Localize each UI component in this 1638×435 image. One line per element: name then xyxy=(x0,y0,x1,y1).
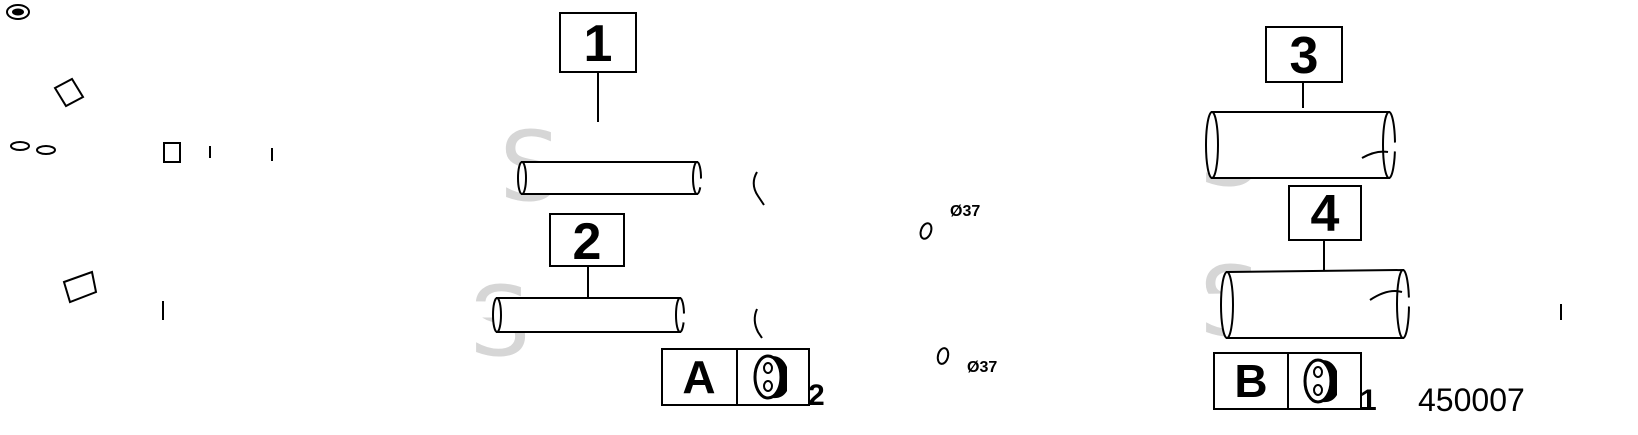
rubber-hanger-icon xyxy=(1303,358,1337,404)
callout-4-number: 4 xyxy=(1311,185,1340,243)
diameter-label-2: Ø37 xyxy=(967,359,997,376)
accessory-b: B 1 xyxy=(1213,352,1377,417)
part-3-rear-muffler xyxy=(953,80,1537,189)
part-2-twin-pipe-assembly xyxy=(10,141,950,365)
callout-1-number: 1 xyxy=(584,15,613,73)
accessory-b-letter: B xyxy=(1234,355,1267,407)
callout-1: 1 xyxy=(559,12,637,73)
callout-2-number: 2 xyxy=(573,213,602,271)
accessory-a-quantity: 2 xyxy=(808,379,825,412)
figure-code: 450007 xyxy=(1418,382,1525,418)
callout-2: 2 xyxy=(549,213,625,271)
rubber-hanger-icon xyxy=(753,354,787,400)
callout-3: 3 xyxy=(1265,26,1343,85)
callout-3-number: 3 xyxy=(1290,27,1319,85)
callout-4: 4 xyxy=(1288,185,1362,243)
diameter-label-1: Ø37 xyxy=(950,203,980,220)
accessory-b-quantity: 1 xyxy=(1360,384,1377,417)
part-1-front-pipe-assembly xyxy=(6,4,933,240)
part-4-rear-muffler xyxy=(955,240,1567,343)
accessory-a: A 2 xyxy=(661,348,825,412)
accessory-a-letter: A xyxy=(682,351,715,403)
